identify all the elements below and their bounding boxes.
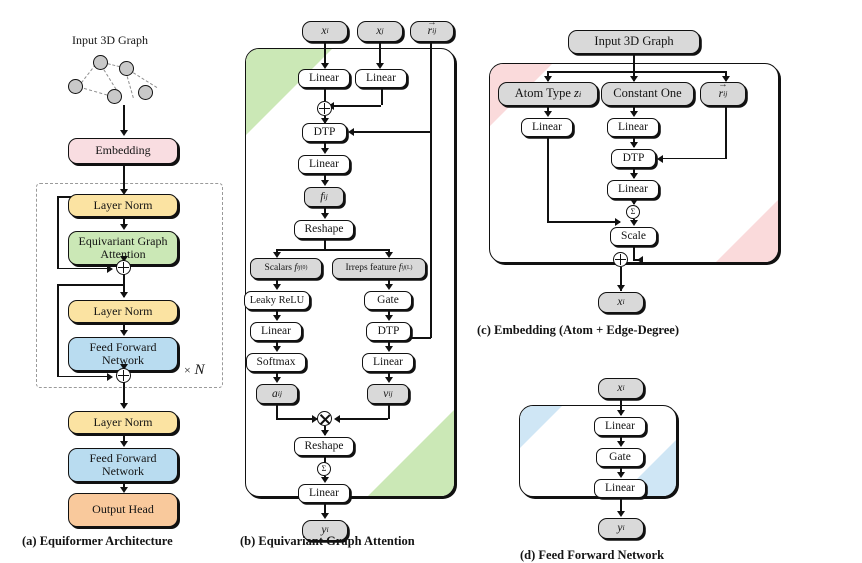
node-reshape-2[interactable]: Reshape [294,437,354,456]
accent-triangle-bottom-right-c [716,200,778,262]
merge-add [317,101,332,116]
graph-node [93,55,108,70]
graph-node [138,85,153,100]
panel-c-caption: (c) Embedding (Atom + Edge-Degree) [477,323,679,337]
panel-a-input-label: Input 3D Graph [72,33,148,47]
node-gate-d[interactable]: Gate [596,448,644,467]
panel-a-equiformer-architecture: Input 3D Graph × N Embedding Layer Norm … [0,0,236,559]
attention-multiply [317,411,332,426]
node-linear-edge[interactable]: Linear [298,155,350,174]
node-linear-xj[interactable]: Linear [355,69,407,88]
graph-node [119,61,134,76]
repeated-block-region [36,183,223,388]
residual-add-1 [116,260,131,275]
node-linear-const[interactable]: Linear [607,118,659,137]
node-linear-c2[interactable]: Linear [607,180,659,199]
accent-triangle-top-left-d [520,406,562,448]
node-linear-d2[interactable]: Linear [594,479,646,498]
input-3d-graph-c[interactable]: Input 3D Graph [568,30,700,54]
node-linear-atom[interactable]: Linear [521,118,573,137]
node-linear-xi[interactable]: Linear [298,69,350,88]
panel-b-caption: (b) Equivariant Graph Attention [240,534,415,548]
sum-aggregate: Σ [317,462,331,476]
node-linear-out[interactable]: Linear [298,484,350,503]
node-linear-attn[interactable]: Linear [250,322,302,341]
block-output-head[interactable]: Output Head [68,493,178,527]
panel-a-caption: (a) Equiformer Architecture [22,534,173,548]
residual-add-2 [116,368,131,383]
node-dtp-c[interactable]: DTP [611,149,656,168]
arrow-left [348,128,354,136]
accent-triangle-top-left [246,49,332,135]
graph-node [107,89,122,104]
sum-aggregate-c: Σ [626,205,640,219]
node-leaky-relu[interactable]: Leaky ReLU [244,291,310,310]
repeat-count-label: × N [184,362,205,378]
node-rij-c[interactable]: rij [700,81,746,106]
panel-d-caption: (d) Feed Forward Network [520,548,665,562]
node-dtp-1[interactable]: DTP [302,123,347,142]
node-constant-one[interactable]: Constant One [601,82,694,106]
block-layer-norm-2[interactable]: Layer Norm [68,300,178,323]
node-gate[interactable]: Gate [364,291,412,310]
node-dtp-2[interactable]: DTP [366,322,411,341]
arrow-right [107,264,113,273]
node-linear-value[interactable]: Linear [362,353,414,372]
accent-triangle-bottom-right [368,410,454,496]
arrow-down [119,130,128,136]
input-graph-glyph [63,49,173,104]
embedding-add [613,252,628,267]
node-linear-d1[interactable]: Linear [594,417,646,436]
graph-node [68,79,83,94]
node-softmax[interactable]: Softmax [246,353,306,372]
block-embedding[interactable]: Embedding [68,138,178,164]
node-scale[interactable]: Scale [610,227,657,246]
block-layer-norm-1[interactable]: Layer Norm [68,194,178,217]
input-rij[interactable]: rij [410,19,454,42]
block-feed-forward-network-2[interactable]: Feed Forward Network [68,448,178,482]
block-layer-norm-3[interactable]: Layer Norm [68,411,178,434]
panel-b-equivariant-graph-attention: xi xj rij Linear Linear DTP Linear fij R… [236,0,472,559]
node-reshape-1[interactable]: Reshape [294,220,354,239]
